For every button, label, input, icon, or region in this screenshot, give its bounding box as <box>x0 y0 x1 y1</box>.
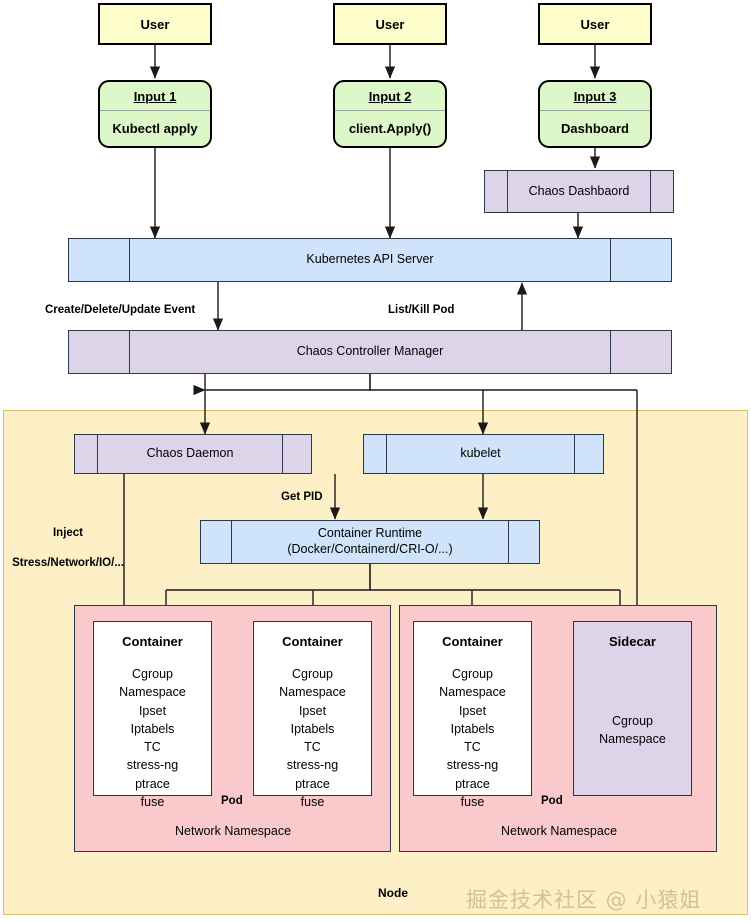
container-title: Container <box>282 634 343 649</box>
watermark: 掘金技术社区 @ 小猿姐 <box>466 888 702 912</box>
input-title-1: Input 1 <box>100 82 210 111</box>
edge-label-create-delete-update: Create/Delete/Update Event <box>45 304 196 316</box>
edge-label-list-kill-pod: List/Kill Pod <box>388 304 455 316</box>
capability-item: fuse <box>300 794 325 809</box>
container-runtime-box[interactable]: Container Runtime (Docker/Containerd/CRI… <box>200 520 540 564</box>
input-body-2: client.Apply() <box>348 121 432 136</box>
capability-item: Cgroup <box>611 714 653 728</box>
user-label-1: User <box>140 16 170 32</box>
node-label: Node <box>378 886 408 900</box>
chaos-controller-manager-label: Chaos Controller Manager <box>296 344 444 359</box>
pod-1-network-namespace-label: Network Namespace <box>175 824 292 838</box>
box-cap-left <box>485 171 508 212</box>
box-cap-right <box>650 171 673 212</box>
chaos-daemon-label: Chaos Daemon <box>146 446 234 461</box>
input-body-1: Kubectl apply <box>112 121 198 136</box>
box-cap-left <box>75 435 98 473</box>
capability-item: fuse <box>140 794 165 809</box>
box-cap-left <box>364 435 387 473</box>
container-runtime-label: Container Runtime (Docker/Containerd/CRI… <box>232 521 508 563</box>
capability-item: TC <box>464 740 481 754</box>
input-box-1[interactable]: Input 1 Kubectl apply <box>98 80 212 148</box>
user-box-2[interactable]: User <box>333 3 447 45</box>
edge-label-inject-line1: Inject <box>52 526 84 539</box>
capability-item: Cgroup <box>451 667 493 681</box>
kubernetes-api-server-box[interactable]: Kubernetes API Server <box>68 238 672 282</box>
pod-2-network-namespace-label: Network Namespace <box>501 824 618 838</box>
capability-item: TC <box>144 740 161 754</box>
capability-item: Namespace <box>599 732 666 747</box>
box-cap-left <box>69 239 130 281</box>
capability-item: ptrace <box>135 776 170 791</box>
input-box-3[interactable]: Input 3 Dashboard <box>538 80 652 148</box>
kubelet-label: kubelet <box>460 446 501 461</box>
pod-1-container-1[interactable]: Container Cgroup Namespace Ipset Iptabel… <box>93 621 212 809</box>
chaos-dashboard-label: Chaos Dashbaord <box>528 183 630 198</box>
sidecar-title: Sidecar <box>609 634 656 649</box>
capability-item: Ipset <box>458 703 487 718</box>
capability-item: Namespace <box>119 685 186 700</box>
capability-item: Namespace <box>279 685 346 700</box>
capability-item: ptrace <box>455 776 490 791</box>
box-cap-right <box>610 239 671 281</box>
container-title: Container <box>122 634 183 649</box>
input-box-2[interactable]: Input 2 client.Apply() <box>333 80 447 148</box>
pod-1-container-2[interactable]: Container Cgroup Namespace Ipset Iptabel… <box>253 621 372 809</box>
capability-item: Ipset <box>298 703 327 718</box>
container-title: Container <box>442 634 503 649</box>
user-label-3: User <box>580 16 610 32</box>
input-body-3: Dashboard <box>561 121 629 136</box>
edge-label-inject-line2: Stress/Network/IO/... <box>12 556 124 569</box>
user-box-1[interactable]: User <box>98 3 212 45</box>
box-cap-right <box>282 435 311 473</box>
user-label-2: User <box>375 16 405 32</box>
pod-1-label: Pod <box>221 795 243 807</box>
chaos-daemon-box[interactable]: Chaos Daemon <box>74 434 312 474</box>
pod-2-container-1[interactable]: Container Cgroup Namespace Ipset Iptabel… <box>413 621 532 809</box>
chaos-dashboard-box[interactable]: Chaos Dashbaord <box>484 170 674 213</box>
capability-item: Iptabels <box>450 721 495 736</box>
box-cap-left <box>201 521 232 563</box>
kubelet-box[interactable]: kubelet <box>363 434 604 474</box>
capability-item: stress-ng <box>126 758 179 773</box>
chaos-controller-manager-box[interactable]: Chaos Controller Manager <box>68 330 672 374</box>
capability-item: fuse <box>460 794 485 809</box>
container-capability-list: Cgroup Namespace Ipset Iptabels TC stres… <box>439 665 506 811</box>
box-cap-right <box>508 521 539 563</box>
user-box-3[interactable]: User <box>538 3 652 45</box>
capability-item: stress-ng <box>286 758 339 773</box>
edge-label-inject: Inject Stress/Network/IO/... <box>9 511 127 571</box>
input-title-2: Input 2 <box>335 82 445 111</box>
pod-2-label: Pod <box>541 795 563 807</box>
box-cap-right <box>574 435 603 473</box>
capability-item: Iptabels <box>290 721 335 736</box>
box-cap-right <box>610 331 671 373</box>
capability-item: ptrace <box>295 776 330 791</box>
container-runtime-line1: Container Runtime <box>317 526 423 541</box>
capability-item: Iptabels <box>130 721 175 736</box>
kubernetes-api-server-label: Kubernetes API Server <box>306 252 434 267</box>
container-capability-list: Cgroup Namespace Ipset Iptabels TC stres… <box>119 665 186 811</box>
sidecar-capability-list: Cgroup Namespace <box>599 712 666 749</box>
edge-label-get-pid: Get PID <box>281 491 323 503</box>
box-cap-left <box>69 331 130 373</box>
input-title-3: Input 3 <box>540 82 650 111</box>
capability-item: Cgroup <box>131 667 173 681</box>
capability-item: Cgroup <box>291 667 333 681</box>
capability-item: Ipset <box>138 703 167 718</box>
pod-2-sidecar[interactable]: Sidecar Cgroup Namespace <box>573 621 692 796</box>
container-capability-list: Cgroup Namespace Ipset Iptabels TC stres… <box>279 665 346 811</box>
capability-item: stress-ng <box>446 758 499 773</box>
capability-item: Namespace <box>439 685 506 700</box>
capability-item: TC <box>304 740 321 754</box>
container-runtime-line2: (Docker/Containerd/CRI-O/...) <box>287 542 453 556</box>
